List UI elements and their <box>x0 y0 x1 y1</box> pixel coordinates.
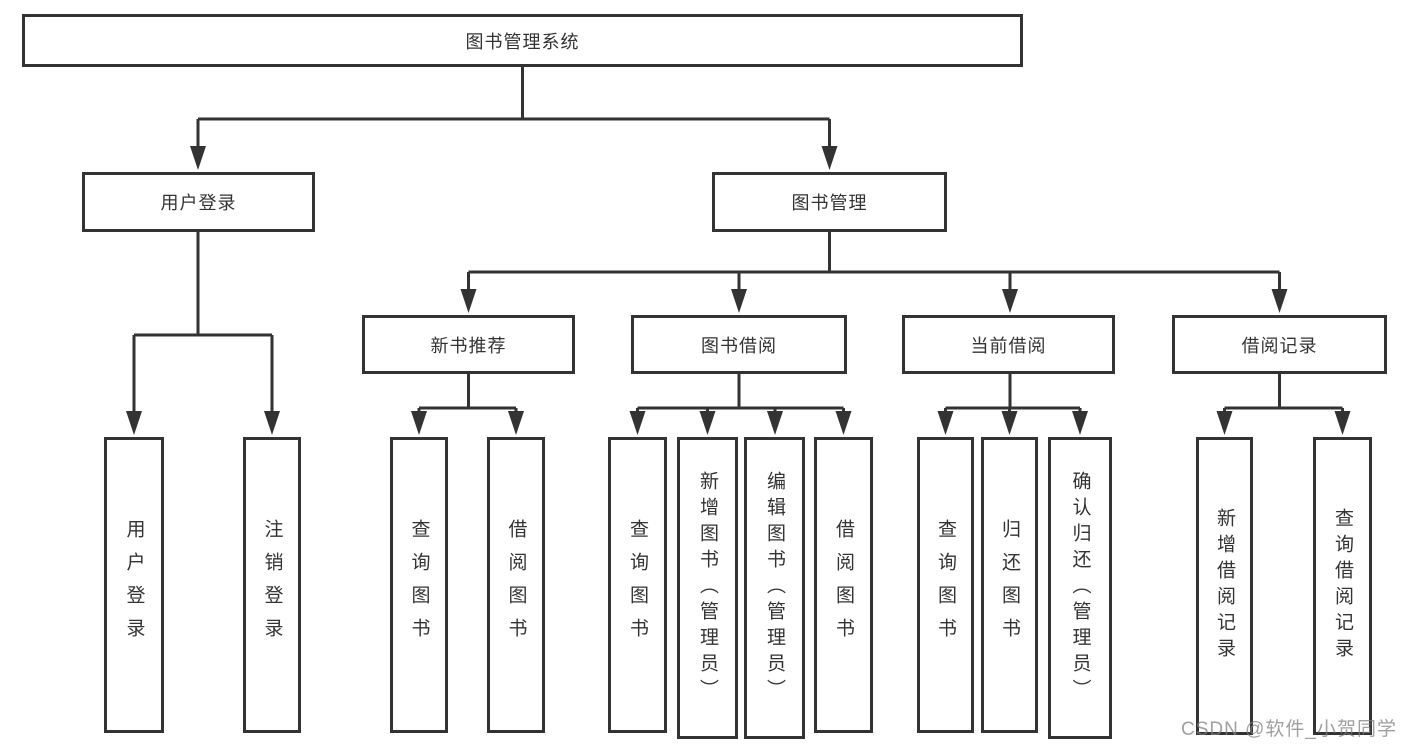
node-new-book-recommend: 新书推荐 <box>362 315 575 374</box>
node-leaf-query-books-borrow: 查询图书 <box>608 437 667 733</box>
node-leaf-borrow-books: 借阅图书 <box>814 437 873 733</box>
node-leaf-add-borrow-record: 新增借阅记录 <box>1196 437 1253 735</box>
csdn-watermark: CSDN @软件_小贺同学 <box>1181 719 1397 740</box>
arrowhead-icons <box>126 146 1351 435</box>
node-leaf-logout: 注销登录 <box>243 437 301 733</box>
node-current-borrow: 当前借阅 <box>902 315 1115 374</box>
node-book-management: 图书管理 <box>712 172 947 232</box>
node-leaf-query-books-recommend: 查询图书 <box>390 437 448 733</box>
node-leaf-confirm-return-admin: 确认归还（管理员） <box>1048 437 1112 739</box>
node-library-management-system: 图书管理系统 <box>22 14 1023 67</box>
node-leaf-borrow-books-recommend: 借阅图书 <box>487 437 545 733</box>
node-leaf-query-borrow-record: 查询借阅记录 <box>1313 437 1372 735</box>
node-leaf-return-books: 归还图书 <box>981 437 1038 733</box>
node-leaf-user-login: 用户登录 <box>104 437 164 733</box>
node-leaf-edit-books-admin: 编辑图书（管理员） <box>744 437 805 739</box>
node-borrow-records: 借阅记录 <box>1172 315 1387 374</box>
node-user-login: 用户登录 <box>82 172 315 232</box>
node-leaf-add-books-admin: 新增图书（管理员） <box>677 437 738 739</box>
node-book-borrow: 图书借阅 <box>631 315 847 374</box>
node-leaf-query-books-current: 查询图书 <box>917 437 974 733</box>
